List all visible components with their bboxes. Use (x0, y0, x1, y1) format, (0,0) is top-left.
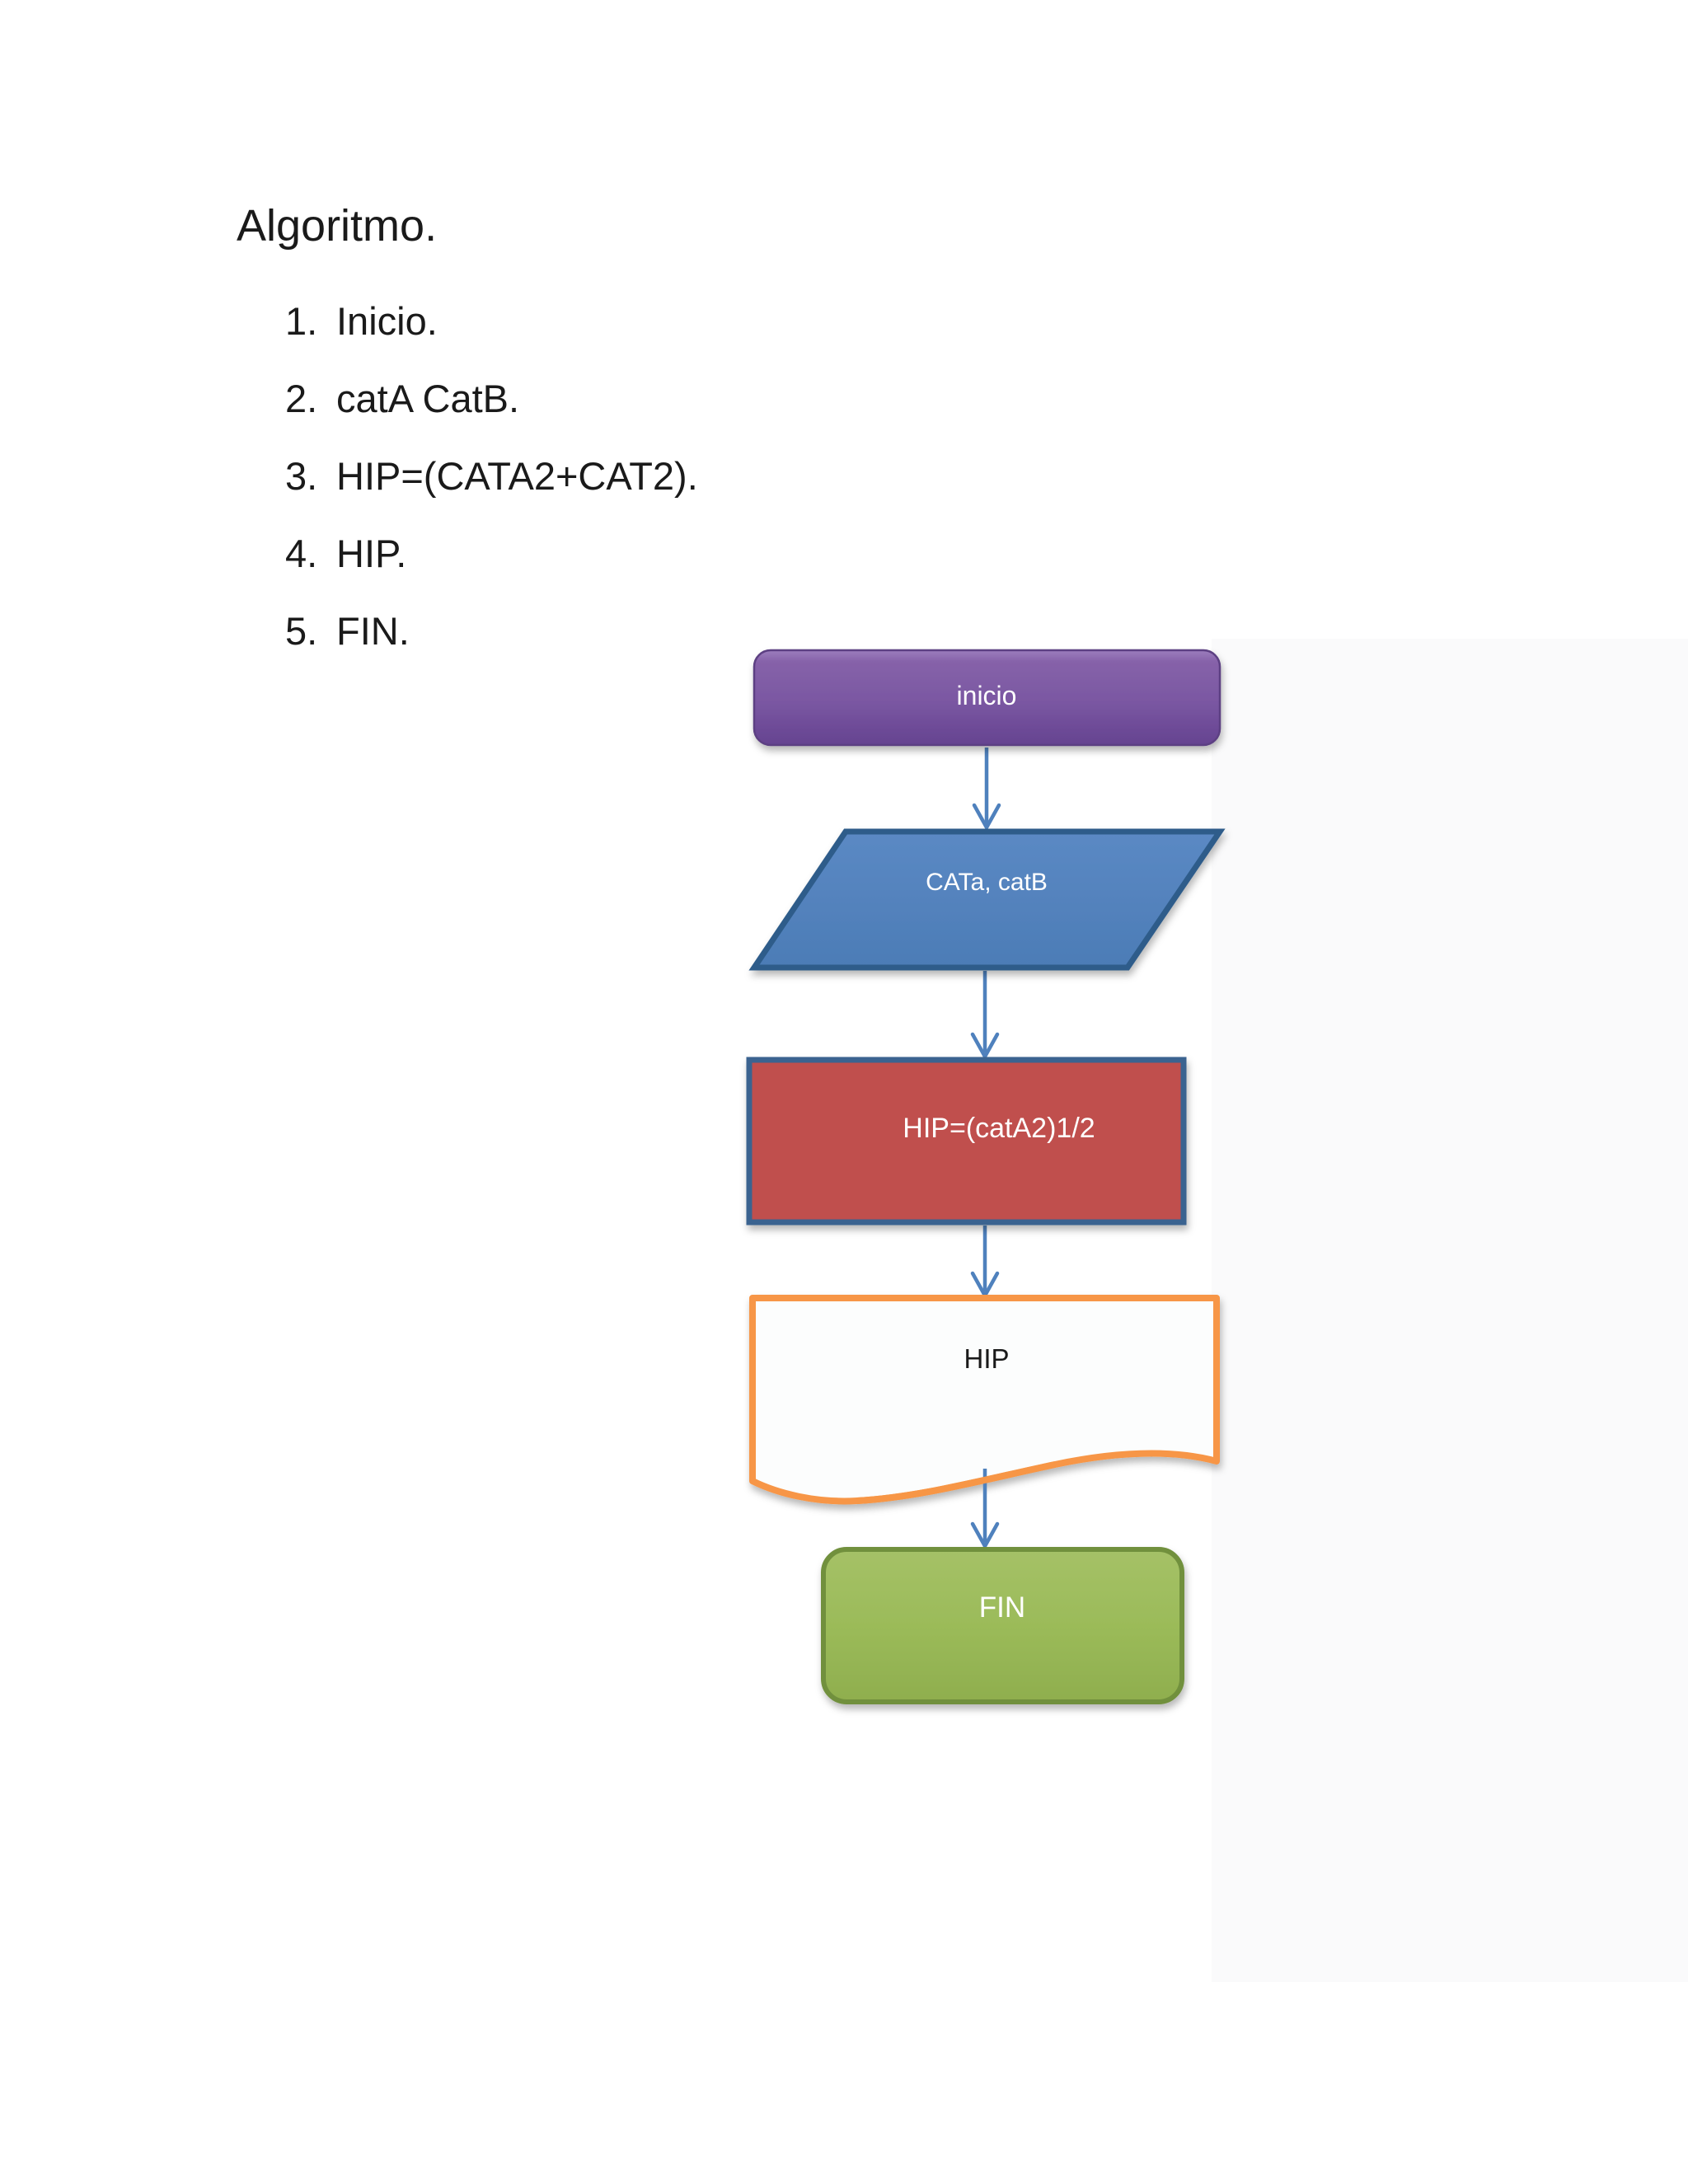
node-input: CATa, catB (748, 828, 1226, 971)
list-item-text: catA CatB. (336, 377, 520, 420)
arrowhead-down-icon (970, 1521, 1000, 1549)
process-rectangle-shape (746, 1057, 1187, 1226)
node-process: HIP=(catA2)1/2 (746, 1057, 1187, 1226)
list-item-text: HIP=(CATA2+CAT2). (336, 454, 698, 498)
connector-input-to-process (970, 971, 1000, 1059)
slide-background-tint (1212, 639, 1688, 1982)
list-item-text: HIP. (336, 532, 407, 575)
list-item-number: 1. (285, 299, 318, 343)
list-item-number: 5. (285, 609, 318, 653)
connector-start-to-input (972, 748, 1001, 830)
list-item: 5. FIN. (285, 593, 698, 670)
node-start-label: inicio (957, 681, 1017, 710)
algorithm-list: 1. Inicio. 2. catA CatB. 3. HIP=(CATA2+C… (285, 283, 698, 670)
list-item-text: FIN. (336, 609, 410, 653)
page-title: Algoritmo. (237, 201, 438, 251)
list-item-number: 4. (285, 532, 318, 575)
node-process-label: HIP=(catA2)1/2 (903, 1113, 1095, 1144)
arrowhead-down-icon (970, 1032, 1000, 1059)
list-item: 3. HIP=(CATA2+CAT2). (285, 438, 698, 515)
document-wave-overlay (856, 1461, 1056, 1504)
list-item-text: Inicio. (336, 299, 438, 343)
list-item-number: 2. (285, 377, 318, 420)
node-start: inicio (753, 649, 1221, 747)
node-end-label: FIN (979, 1591, 1025, 1624)
node-input-label: CATa, catB (926, 869, 1048, 896)
node-end: FIN (821, 1547, 1184, 1704)
list-item: 1. Inicio. (285, 283, 698, 360)
list-item: 2. catA CatB. (285, 360, 698, 438)
arrowhead-down-icon (972, 803, 1001, 830)
list-item: 4. HIP. (285, 515, 698, 593)
end-terminator-shape (821, 1547, 1184, 1704)
connector-process-to-output (970, 1226, 1000, 1298)
input-parallelogram-shape (748, 828, 1226, 971)
start-terminator-shape (753, 649, 1221, 747)
list-item-number: 3. (285, 454, 318, 498)
node-output-label: HIP (964, 1343, 1009, 1374)
